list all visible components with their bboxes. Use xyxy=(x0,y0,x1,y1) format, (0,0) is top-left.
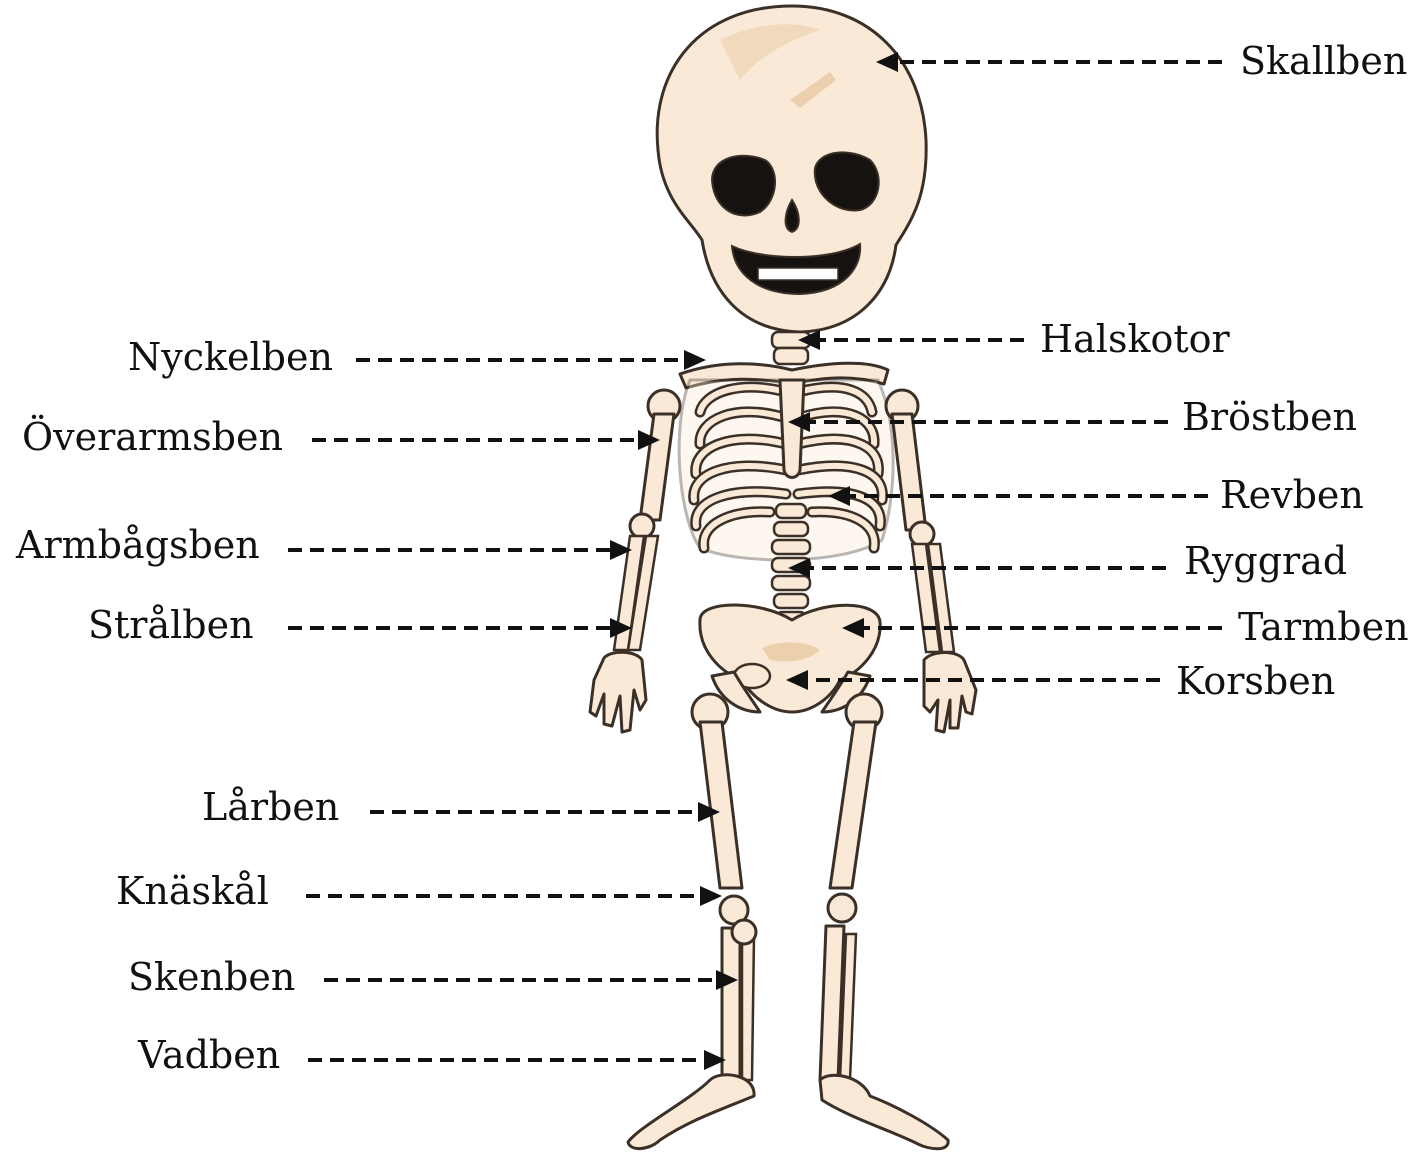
left-leg xyxy=(628,694,756,1149)
label-skenben: Skenben xyxy=(128,958,295,996)
neck-vertebrae xyxy=(772,332,810,364)
skull xyxy=(657,6,926,332)
label-halskotor: Halskotor xyxy=(1040,320,1230,358)
label-larben: Lårben xyxy=(202,788,339,826)
label-revben: Revben xyxy=(1220,476,1364,514)
label-nyckelben: Nyckelben xyxy=(128,338,333,376)
label-armbagsben: Armbågsben xyxy=(16,526,260,564)
label-brostben: Bröstben xyxy=(1182,398,1357,436)
sternum xyxy=(780,380,804,478)
label-korsben: Korsben xyxy=(1176,662,1335,700)
label-tarmben: Tarmben xyxy=(1238,608,1409,646)
label-skallben: Skallben xyxy=(1240,42,1407,80)
right-leg xyxy=(820,694,948,1149)
label-knaskal: Knäskål xyxy=(116,872,269,910)
label-stralben: Strålben xyxy=(88,606,254,644)
label-ryggrad: Ryggrad xyxy=(1184,542,1347,580)
label-vadben: Vadben xyxy=(138,1036,280,1074)
arrow-knaskal xyxy=(700,886,722,906)
label-overarmsben: Överarmsben xyxy=(22,418,283,456)
